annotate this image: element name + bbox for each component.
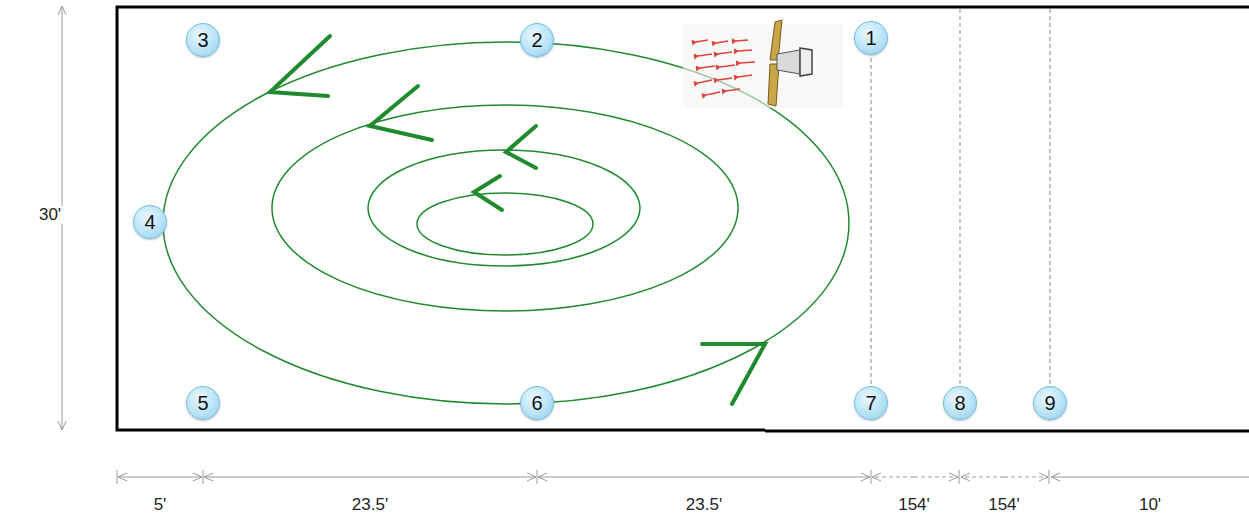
callout-circle: 1 (854, 21, 888, 55)
callout-circle: 4 (133, 205, 167, 239)
callout-number: 6 (531, 393, 542, 413)
dimension-label: 5' (151, 496, 170, 515)
dimension-label: 154' (985, 496, 1023, 515)
callout-circle: 5 (186, 386, 220, 420)
dimension-label: 10' (1136, 496, 1164, 515)
callout-number: 9 (1044, 393, 1055, 413)
callout-number: 3 (197, 30, 208, 50)
callout-circle: 3 (186, 23, 220, 57)
mixer-icon (683, 20, 843, 108)
callout-number: 8 (954, 393, 965, 413)
callout-number: 1 (865, 28, 876, 48)
callout-number: 4 (144, 212, 155, 232)
callout-circle: 9 (1033, 386, 1067, 420)
callout-circle: 7 (854, 386, 888, 420)
callout-number: 7 (865, 393, 876, 413)
dimension-label: 23.5' (683, 496, 725, 515)
section-line (871, 9, 1050, 384)
callout-circle: 8 (943, 386, 977, 420)
dimension-label: 23.5' (349, 496, 391, 515)
dimension-label: 30' (36, 206, 64, 225)
dimension-label: 154' (895, 496, 933, 515)
callout-circle: 6 (520, 386, 554, 420)
dimension-line (117, 470, 1249, 484)
callout-number: 5 (197, 393, 208, 413)
tank-wall (117, 7, 1249, 431)
callout-number: 2 (531, 30, 542, 50)
callout-circle: 2 (520, 23, 554, 57)
